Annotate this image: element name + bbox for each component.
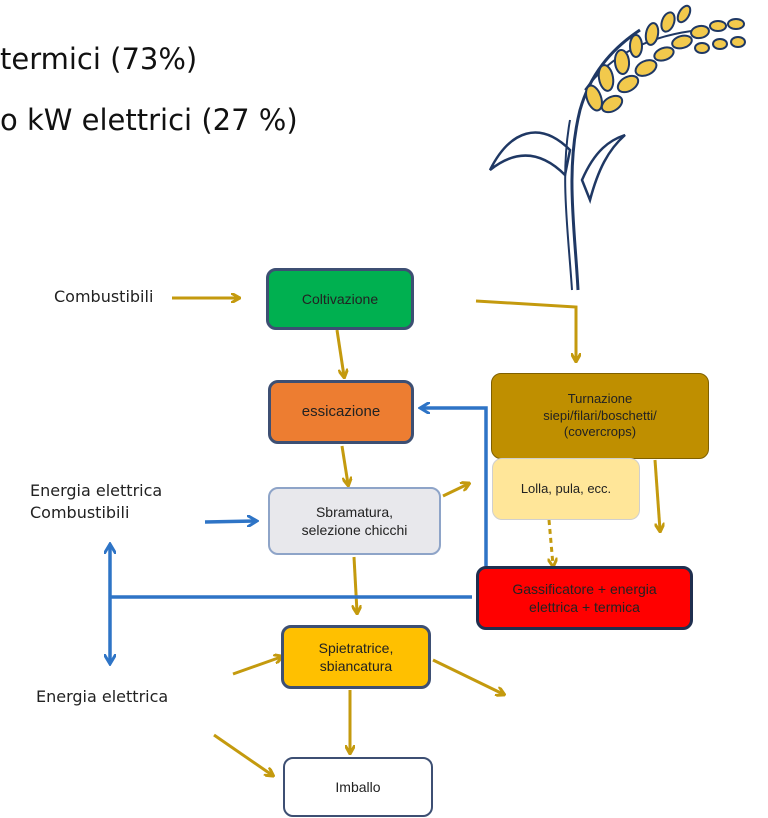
arrow-lolla-gassificatore (549, 519, 553, 565)
box-gassificatore: Gassificatore + energia elettrica + term… (476, 566, 693, 630)
arrow-energia-spietratrice (232, 657, 281, 676)
box-sbramatura: Sbramatura, selezione chicchi (268, 487, 441, 555)
box-lolla: Lolla, pula, ecc. (492, 458, 640, 520)
arrow-spietratrice-out (432, 658, 503, 694)
box-spietratrice: Spietratrice, sbiancatura (281, 625, 431, 689)
box-essicazione: essicazione (268, 380, 414, 444)
box-gassificatore-label: Gassificatore + energia elettrica + term… (512, 580, 657, 615)
box-coltivazione-label: Coltivazione (301, 290, 379, 307)
arrow-gassificatore-essicazione (422, 408, 488, 566)
box-coltivazione: Coltivazione (266, 268, 414, 330)
box-turnazione-label: Turnazione siepi/filari/boschetti/ (cove… (543, 390, 657, 440)
box-spietratrice-label: Spietratrice, sbiancatura (318, 639, 394, 674)
box-sbramatura-label: Sbramatura, selezione chicchi (301, 503, 408, 538)
arrow-essicazione-sbramatura (340, 445, 348, 484)
arrow-energia-sbramatura (204, 521, 255, 522)
arrow-turnazione-gassificatore (653, 459, 660, 530)
rice-plant-icon (488, 4, 746, 291)
label-combustibili: Combustibili (54, 287, 154, 306)
header-line-1: termici (73%) (0, 42, 198, 76)
arrow-coltivazione-essicazione (335, 329, 344, 376)
header-line-2: o kW elettrici (27 %) (0, 103, 298, 137)
label-energia-combustibili: Energia elettrica Combustibili (30, 481, 163, 522)
arrow-energia-imballo (213, 733, 272, 775)
arrow-coltivazione-turnazione (475, 299, 576, 360)
box-imballo: Imballo (283, 757, 433, 817)
box-imballo-label: Imballo (335, 778, 381, 795)
label-energia-elettrica: Energia elettrica (36, 687, 169, 706)
arrow-sbramatura-spietratrice (354, 556, 357, 612)
arrow-sbramatura-lolla (442, 484, 468, 498)
box-turnazione: Turnazione siepi/filari/boschetti/ (cove… (491, 373, 709, 459)
box-essicazione-label: essicazione (301, 403, 381, 421)
box-lolla-label: Lolla, pula, ecc. (520, 480, 612, 496)
